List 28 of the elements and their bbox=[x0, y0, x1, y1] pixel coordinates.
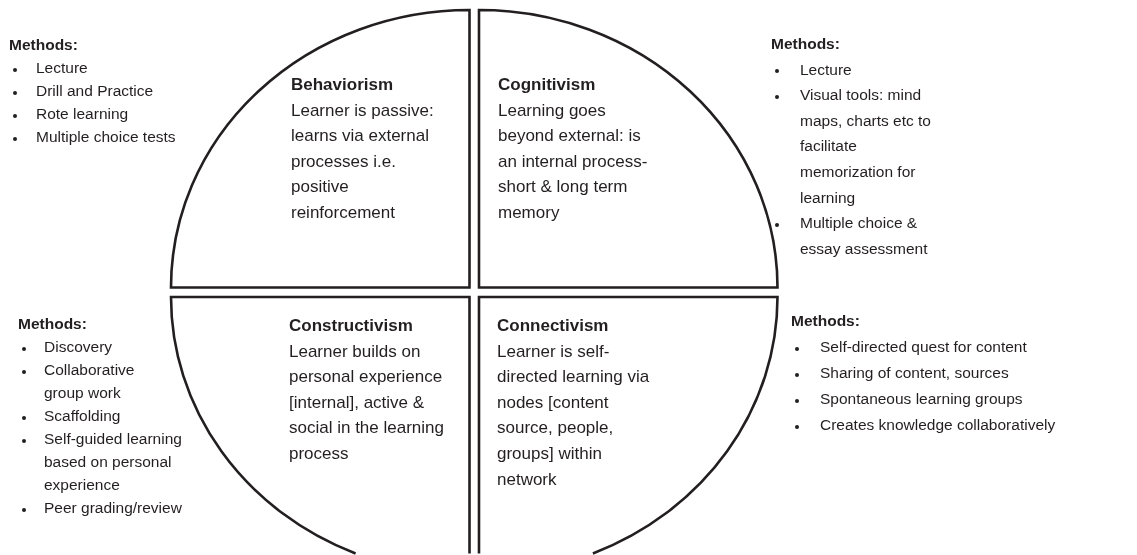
quadrant-description: Learning goes beyond external: is an internal process- short & long term memory bbox=[498, 99, 648, 224]
method-item: Peer grading/review bbox=[44, 498, 183, 518]
method-item: Visual tools: mind maps, charts etc to facilitate memorization for learning bbox=[800, 85, 932, 208]
method-item: Drill and Practice bbox=[36, 81, 155, 101]
quadrant-description: Learner is passive: learns via external processes i.e. positive reinforcement bbox=[291, 99, 435, 224]
quadrant-description: Learner is self-directed learning via nodes [content source, people, groups] within network bbox=[497, 340, 651, 491]
quadrant-heading: Behaviorism bbox=[291, 74, 395, 96]
methods-heading: Methods: bbox=[791, 311, 861, 331]
method-item: Lecture bbox=[800, 59, 853, 80]
quadrant-heading: Connectivism bbox=[497, 315, 610, 337]
method-item: Multiple choice & essay assessment bbox=[800, 213, 929, 259]
method-item: Lecture bbox=[36, 58, 89, 78]
method-item: Self-directed quest for content bbox=[820, 337, 1028, 357]
method-item: Sharing of content, sources bbox=[820, 363, 1010, 383]
quadrant-heading: Cognitivism bbox=[498, 74, 597, 96]
method-item: Discovery bbox=[44, 337, 114, 357]
quadrant-heading: Constructivism bbox=[289, 315, 414, 337]
method-item: Rote learning bbox=[36, 104, 130, 124]
method-item: Spontaneous learning groups bbox=[820, 389, 1024, 409]
methods-heading: Methods: bbox=[771, 34, 841, 54]
quadrant-description: Learner builds on personal experience [internal], active & social in the learning process bbox=[289, 340, 445, 465]
method-item: Self-guided learning based on personal experience bbox=[44, 429, 183, 495]
method-item: Multiple choice tests bbox=[36, 127, 177, 147]
method-item: Creates knowledge collaboratively bbox=[820, 415, 1057, 435]
method-item: Scaffolding bbox=[44, 406, 122, 426]
methods-heading: Methods: bbox=[9, 35, 79, 55]
method-item: Collaborative group work bbox=[44, 360, 136, 403]
methods-heading: Methods: bbox=[18, 314, 88, 334]
